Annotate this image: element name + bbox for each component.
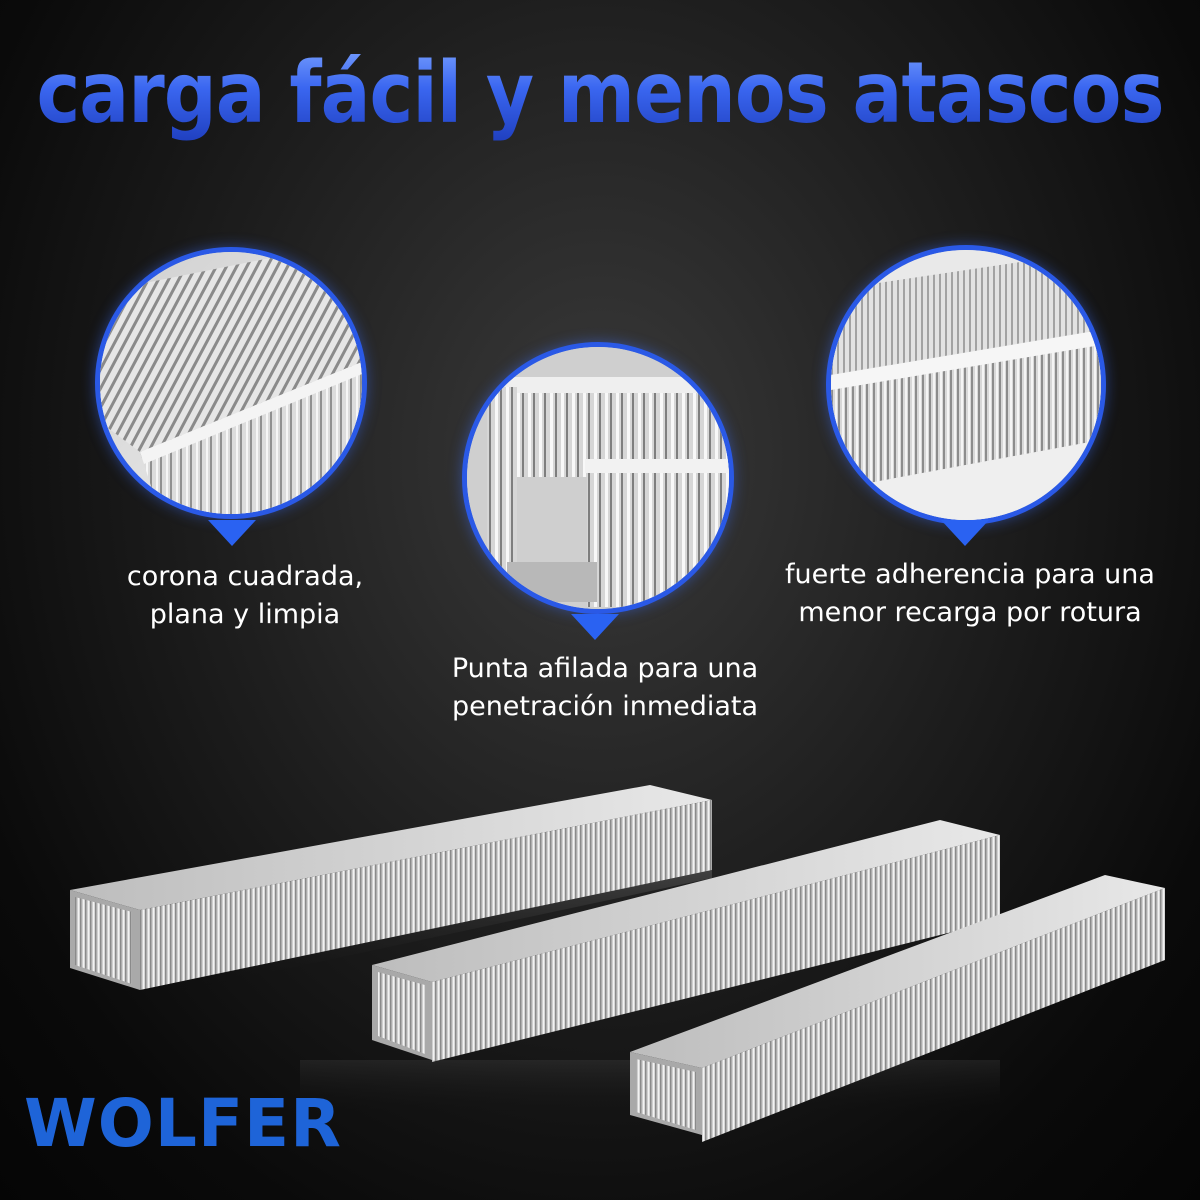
caption-line: plana y limpia <box>149 599 341 630</box>
feature-caption-point: Punta afilada para una penetración inmed… <box>405 650 805 726</box>
crown-closeup-image <box>95 247 367 519</box>
staple-strip-3 <box>630 875 1165 1142</box>
point-closeup-image <box>462 342 734 614</box>
caption-line: corona cuadrada, <box>126 561 364 592</box>
staple-strip-1 <box>70 785 712 1000</box>
caption-line: penetración inmediata <box>451 691 759 722</box>
caption-line: Punta afilada para una <box>451 653 759 684</box>
headline: carga fácil y menos atascos <box>0 44 1200 143</box>
adhesion-closeup-image <box>826 245 1106 525</box>
feature-caption-adhesion: fuerte adherencia para una menor recarga… <box>740 556 1200 632</box>
feature-caption-crown: corona cuadrada, plana y limpia <box>80 558 410 634</box>
caption-line: menor recarga por rotura <box>798 597 1142 628</box>
pointer-arrow-icon <box>941 520 989 546</box>
staple-strips-image <box>70 785 1165 1142</box>
caption-line: fuerte adherencia para una <box>785 559 1155 590</box>
brand-logo: WOLFER <box>24 1085 342 1162</box>
pointer-arrow-icon <box>571 614 619 640</box>
pointer-arrow-icon <box>208 520 256 546</box>
